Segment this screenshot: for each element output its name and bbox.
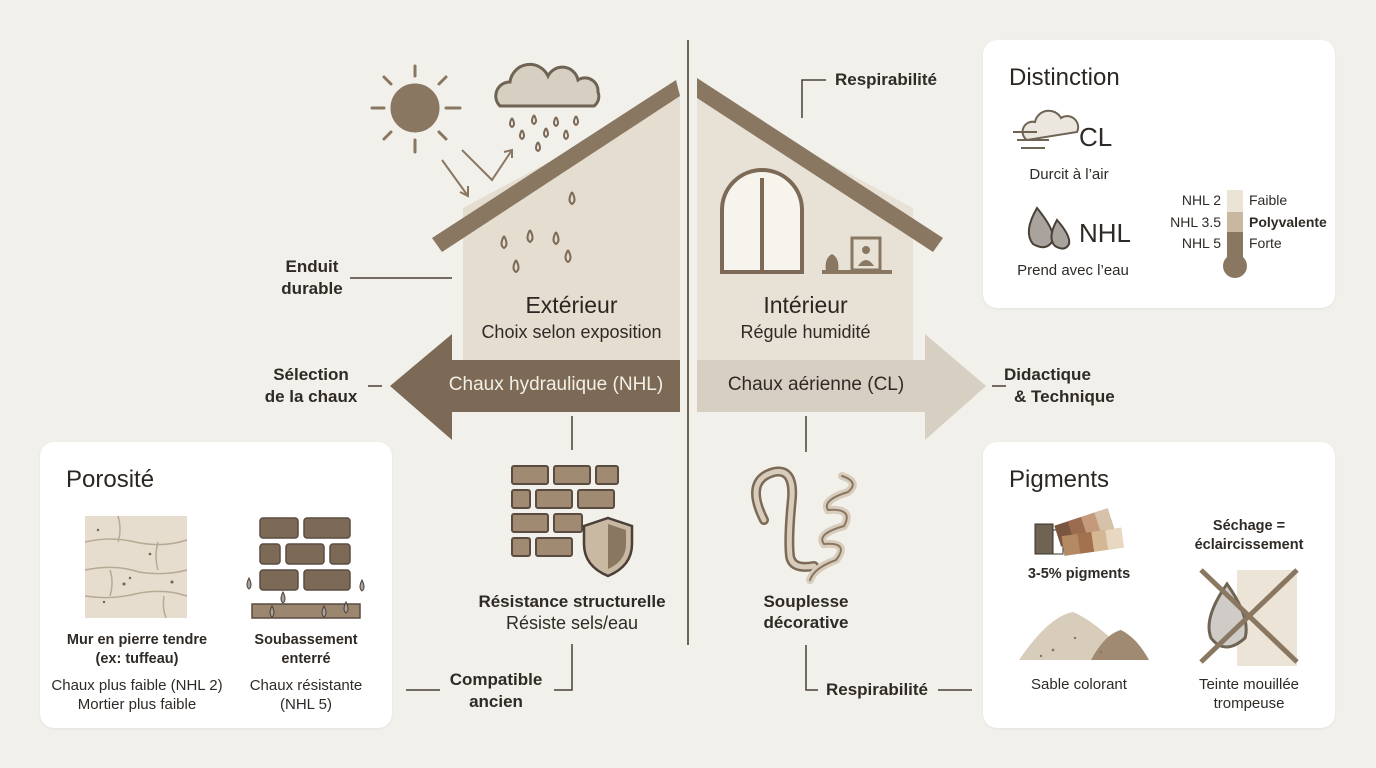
soft-stone-title-line2: (ex: tuffeau): [95, 651, 179, 667]
sunray-arrows-icon: [441, 148, 513, 198]
soft-stone-title-line1: Mur en pierre tendre: [66, 632, 208, 648]
wet-tint-crossed-icon: [1199, 568, 1299, 666]
exterior-subtitle: Choix selon exposition: [481, 322, 662, 342]
color-swatch-icon: [1034, 508, 1124, 556]
label-selection-line1: Sélection: [273, 365, 349, 384]
shelf-icon: [822, 236, 892, 274]
foundation-wall-icon: [251, 517, 361, 619]
interior-subtitle: Régule humidité: [740, 322, 871, 342]
soft-stone-desc-line1: Chaux plus faible (NHL 2): [51, 677, 223, 694]
label-selection-line2: de la chaux: [264, 387, 358, 406]
pigments-title: Pigments: [1009, 466, 1110, 493]
interior-arrow-label: Chaux aérienne (CL): [727, 374, 905, 395]
sand-pile-icon: [1019, 612, 1149, 660]
foundation-desc-line1: Chaux résistante: [249, 677, 363, 694]
pigments-card: Pigments 3-5% pigments Sable colorant Sé…: [983, 442, 1335, 728]
pigments-graphics: [1019, 508, 1299, 666]
label-respirabilite-top: Respirabilité: [834, 70, 938, 89]
cl-caption: Durcit à l’air: [1029, 166, 1109, 183]
exterior-arrow-label: Chaux hydraulique (NHL): [448, 374, 664, 395]
foundation-desc-line2: (NHL 5): [280, 696, 332, 713]
spring-icon: [751, 466, 857, 584]
brick-caption-line1: Résistance structurelle: [478, 592, 666, 611]
connector-lines: [350, 79, 1006, 691]
sechage-label-line2: éclaircissement: [1194, 537, 1304, 553]
soft-stone-wall-icon: [84, 515, 188, 619]
distinction-graphics: [1013, 109, 1247, 278]
shield-icon: [582, 516, 634, 578]
nhl-caption: Prend avec l’eau: [1017, 262, 1129, 279]
foundation-title-line2: enterré: [281, 651, 331, 667]
sable-colorant-label: Sable colorant: [1031, 676, 1127, 693]
scale-strength-forte: Forte: [1249, 235, 1282, 251]
window-icon: [720, 168, 804, 274]
brick-caption-line2: Résiste sels/eau: [505, 613, 639, 633]
scale-grade-nhl5: NHL 5: [1181, 235, 1221, 251]
brick-wall-icon: [511, 465, 619, 557]
nhl-label: NHL: [1079, 218, 1132, 248]
rain-cloud-icon: [494, 62, 601, 274]
label-compatible-line1: Compatible: [449, 670, 543, 689]
thermometer-icon: [1223, 190, 1247, 278]
teinte-label-line1: Teinte mouillée: [1198, 676, 1300, 693]
pigment-percentage: 3-5% pigments: [1027, 566, 1131, 582]
interior-arrow: [697, 334, 986, 440]
scale-strength-faible: Faible: [1249, 192, 1288, 208]
porosite-card: Porosité Mur en pierre tendre (ex: tuffe…: [40, 442, 392, 728]
spring-caption-line1: Souplesse: [763, 592, 849, 611]
sechage-label-line1: Séchage =: [1212, 518, 1286, 534]
label-enduit-line2: durable: [281, 279, 343, 298]
exterior-house: [432, 80, 680, 360]
distinction-title: Distinction: [1009, 64, 1120, 91]
cl-label: CL: [1079, 122, 1113, 152]
water-drops-icon: [1027, 206, 1071, 250]
label-respirabilite-bottom: Respirabilité: [825, 680, 929, 699]
soft-stone-desc-line2: Mortier plus faible: [77, 696, 197, 713]
teinte-label-line2: trompeuse: [1213, 695, 1285, 712]
exterior-title: Extérieur: [525, 292, 618, 318]
spring-caption-line2: décorative: [763, 613, 849, 632]
label-compatible-line2: ancien: [469, 692, 523, 711]
foundation-title-line1: Soubassement: [254, 632, 358, 648]
scale-strength-polyvalente: Polyvalente: [1249, 214, 1327, 230]
scale-grade-nhl2: NHL 2: [1181, 192, 1221, 208]
sun-icon: [370, 64, 462, 154]
porosite-graphics: [84, 515, 365, 619]
exterior-arrow: [390, 334, 680, 440]
wind-cloud-icon: [1013, 109, 1080, 149]
interior-title: Intérieur: [763, 292, 848, 318]
scale-grade-nhl35: NHL 3.5: [1170, 214, 1221, 230]
distinction-card: Distinction CL Durcit à l’air NHL Prend …: [983, 40, 1335, 308]
label-didactique-line1: Didactique: [1004, 365, 1091, 384]
porosite-title: Porosité: [66, 466, 155, 493]
interior-house: [697, 78, 943, 360]
rising-damp-drops-icon: [246, 576, 365, 618]
label-enduit-line1: Enduit: [285, 257, 339, 276]
label-didactique-line2: & Technique: [1014, 387, 1115, 406]
